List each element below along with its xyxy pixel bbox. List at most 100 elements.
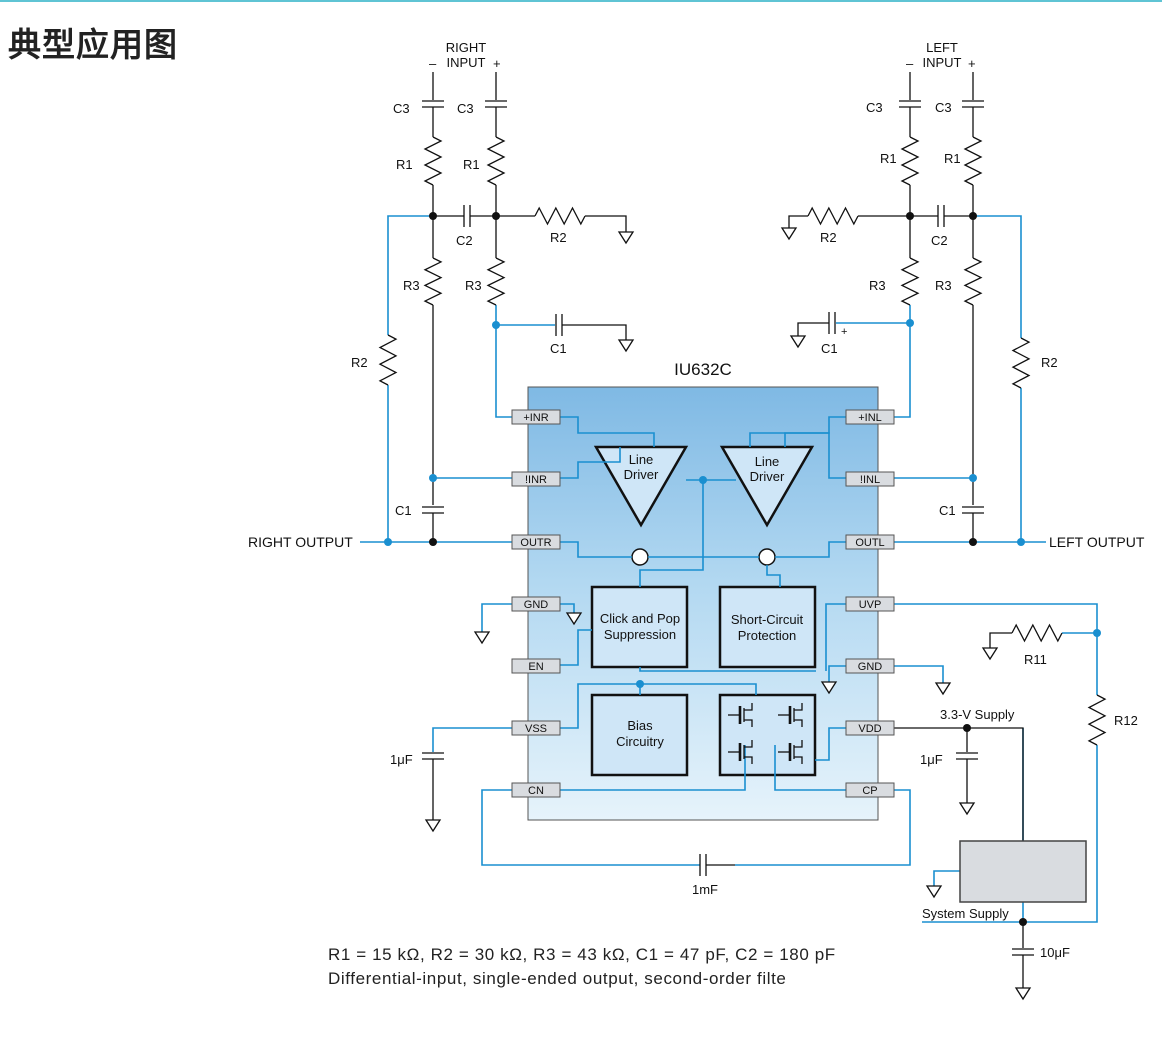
pin-right-2-label: OUTL [855,537,884,549]
label-r2-line: R2 [351,355,368,370]
pin-right-3 [845,596,895,612]
right-output-label: RIGHT OUTPUT [248,534,353,550]
junction-dot [492,212,500,220]
pin-left-3-label: GND [524,599,549,611]
lead [894,727,1024,841]
wire [560,447,621,479]
resistor-r3-a [423,257,443,306]
label-r12-line: R12 [1114,713,1138,728]
lead [797,322,829,336]
resistor-r3-d [963,257,983,306]
label-c2-line: C2 [456,233,473,248]
junction-dot [1019,918,1027,926]
label-c3: C3 [866,100,883,115]
label-r1-line: R1 [944,151,961,166]
wire [933,870,960,886]
label-c1-line: C1 [550,341,567,356]
pin-left-2 [511,534,561,550]
junction-dot [429,474,437,482]
label-r11: R11 [1024,652,1047,667]
pin-right-1-label: !INL [860,474,880,486]
line-driver-right-label-line: Driver [624,467,659,482]
resistor-r3-c [900,257,920,306]
junction-dot [429,538,437,546]
wire [775,541,846,558]
output-switch-left [758,548,776,566]
left-input-plus: + [968,56,976,71]
label-c1: C1 [821,341,838,356]
pin-left-5-label: VSS [525,723,547,735]
pin-left-4-label: EN [528,661,543,673]
pin-left-4 [511,658,561,674]
junction-dot [636,680,644,688]
junction-dot [699,476,707,484]
transistor-source [744,756,753,764]
label-c3-line: C3 [935,100,952,115]
lead [788,215,808,228]
label-cap-vss-line: 1μF [390,752,413,767]
wire [495,325,512,418]
junction-dots [384,212,1101,926]
label-r3: R3 [869,278,886,293]
ground-icon [958,802,976,816]
pin-right-0 [845,409,895,425]
junction-dot [492,321,500,329]
pin-left-0-label: +INR [523,412,548,424]
label-r2: R2 [1041,355,1058,370]
label-c1-line: C1 [939,503,956,518]
resistor-r3-b [486,257,506,306]
transistor-source [794,719,803,727]
junction-dot [906,212,914,220]
resistor-r1-a [423,136,443,186]
label-cap-sys-line: 10μF [1040,945,1070,960]
label-c3: C3 [457,101,474,116]
label-c2: C2 [931,233,948,248]
page-title: 典型应用图 [8,25,178,64]
ldo-regulator [959,840,1087,903]
left-input-label-line: LEFT [926,40,958,55]
label-c1: C1 [395,503,412,518]
wire [1023,745,1098,923]
label-r3: R3 [935,278,952,293]
ground-icon [934,682,952,696]
wire [825,603,846,671]
pin-right-0-label: +INL [858,412,882,424]
wire [784,432,846,479]
pin-right-4 [845,658,895,674]
junction-dot [1017,538,1025,546]
supply-33v-label: 3.3-V Supply [940,707,1015,722]
resistor-r2-left-top [807,206,859,226]
wire [894,323,911,418]
pin-right-4-label: GND [858,661,883,673]
ground-icon [424,819,442,833]
ground-icon [617,339,635,353]
resistor-r12 [1087,694,1107,746]
charge-pump-block [718,693,817,777]
line-driver-right [593,445,689,528]
wire [639,480,704,587]
bias-label-line: Circuitry [616,734,664,749]
wire [560,745,746,791]
label-c2: C2 [456,233,473,248]
right-output-label-line: RIGHT OUTPUT [248,534,353,550]
label-r1-line: R1 [463,157,480,172]
label-r1: R1 [463,157,480,172]
resistor-r1-c [900,136,920,186]
lead [989,632,1012,648]
transistor-drain [794,740,803,748]
pin-left-2-label: OUTR [520,537,551,549]
label-r3: R3 [465,278,482,293]
resistor-r2-right-top [534,206,586,226]
lead [591,324,627,340]
label-c3-line: C3 [866,100,883,115]
left-output-label: LEFT OUTPUT [1049,534,1145,550]
label-cap-flying-line: 1mF [692,882,718,897]
ground-icon [780,227,798,241]
label-r1: R1 [944,151,961,166]
label-r2-line: R2 [1041,355,1058,370]
transistor-drain [794,703,803,711]
junction-dot [963,724,971,732]
